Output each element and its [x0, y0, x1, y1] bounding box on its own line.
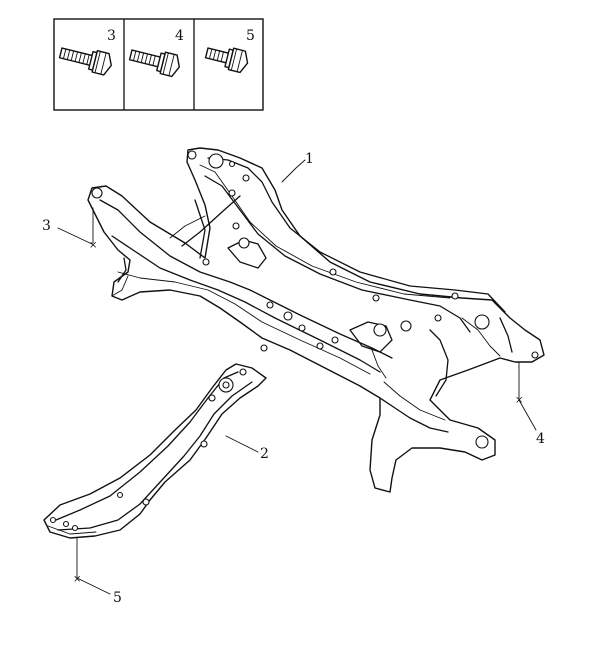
legend-cell-4: 4	[128, 28, 184, 78]
bolt-icon	[204, 47, 249, 74]
callout-1: 1	[281, 151, 314, 183]
callout-4: 4 ×	[515, 361, 545, 447]
legend-cell-5: 5	[204, 28, 255, 74]
callout-label-4: 4	[536, 431, 545, 447]
subframe-part-1	[87, 147, 545, 493]
bolt-icon	[128, 49, 181, 78]
callout-5: 5 ×	[73, 537, 122, 606]
legend-cell-3: 3	[58, 28, 116, 76]
callout-label-3: 3	[42, 218, 51, 234]
callout-label-1: 1	[305, 151, 314, 167]
fastener-mark-4: ×	[515, 395, 523, 406]
fastener-mark-5: ×	[73, 574, 81, 585]
callout-label-5: 5	[113, 590, 122, 606]
callout-label-2: 2	[260, 446, 269, 462]
fastener-legend: 3 4 5	[53, 18, 264, 111]
legend-label-4: 4	[175, 28, 184, 44]
bolt-icon	[58, 47, 112, 76]
fastener-mark-3: ×	[89, 240, 97, 251]
callout-3: 3 ×	[42, 207, 97, 251]
brace-plate-part-2	[43, 363, 267, 539]
callout-2: 2	[225, 435, 269, 462]
legend-label-3: 3	[107, 28, 116, 44]
legend-label-5: 5	[246, 28, 255, 44]
